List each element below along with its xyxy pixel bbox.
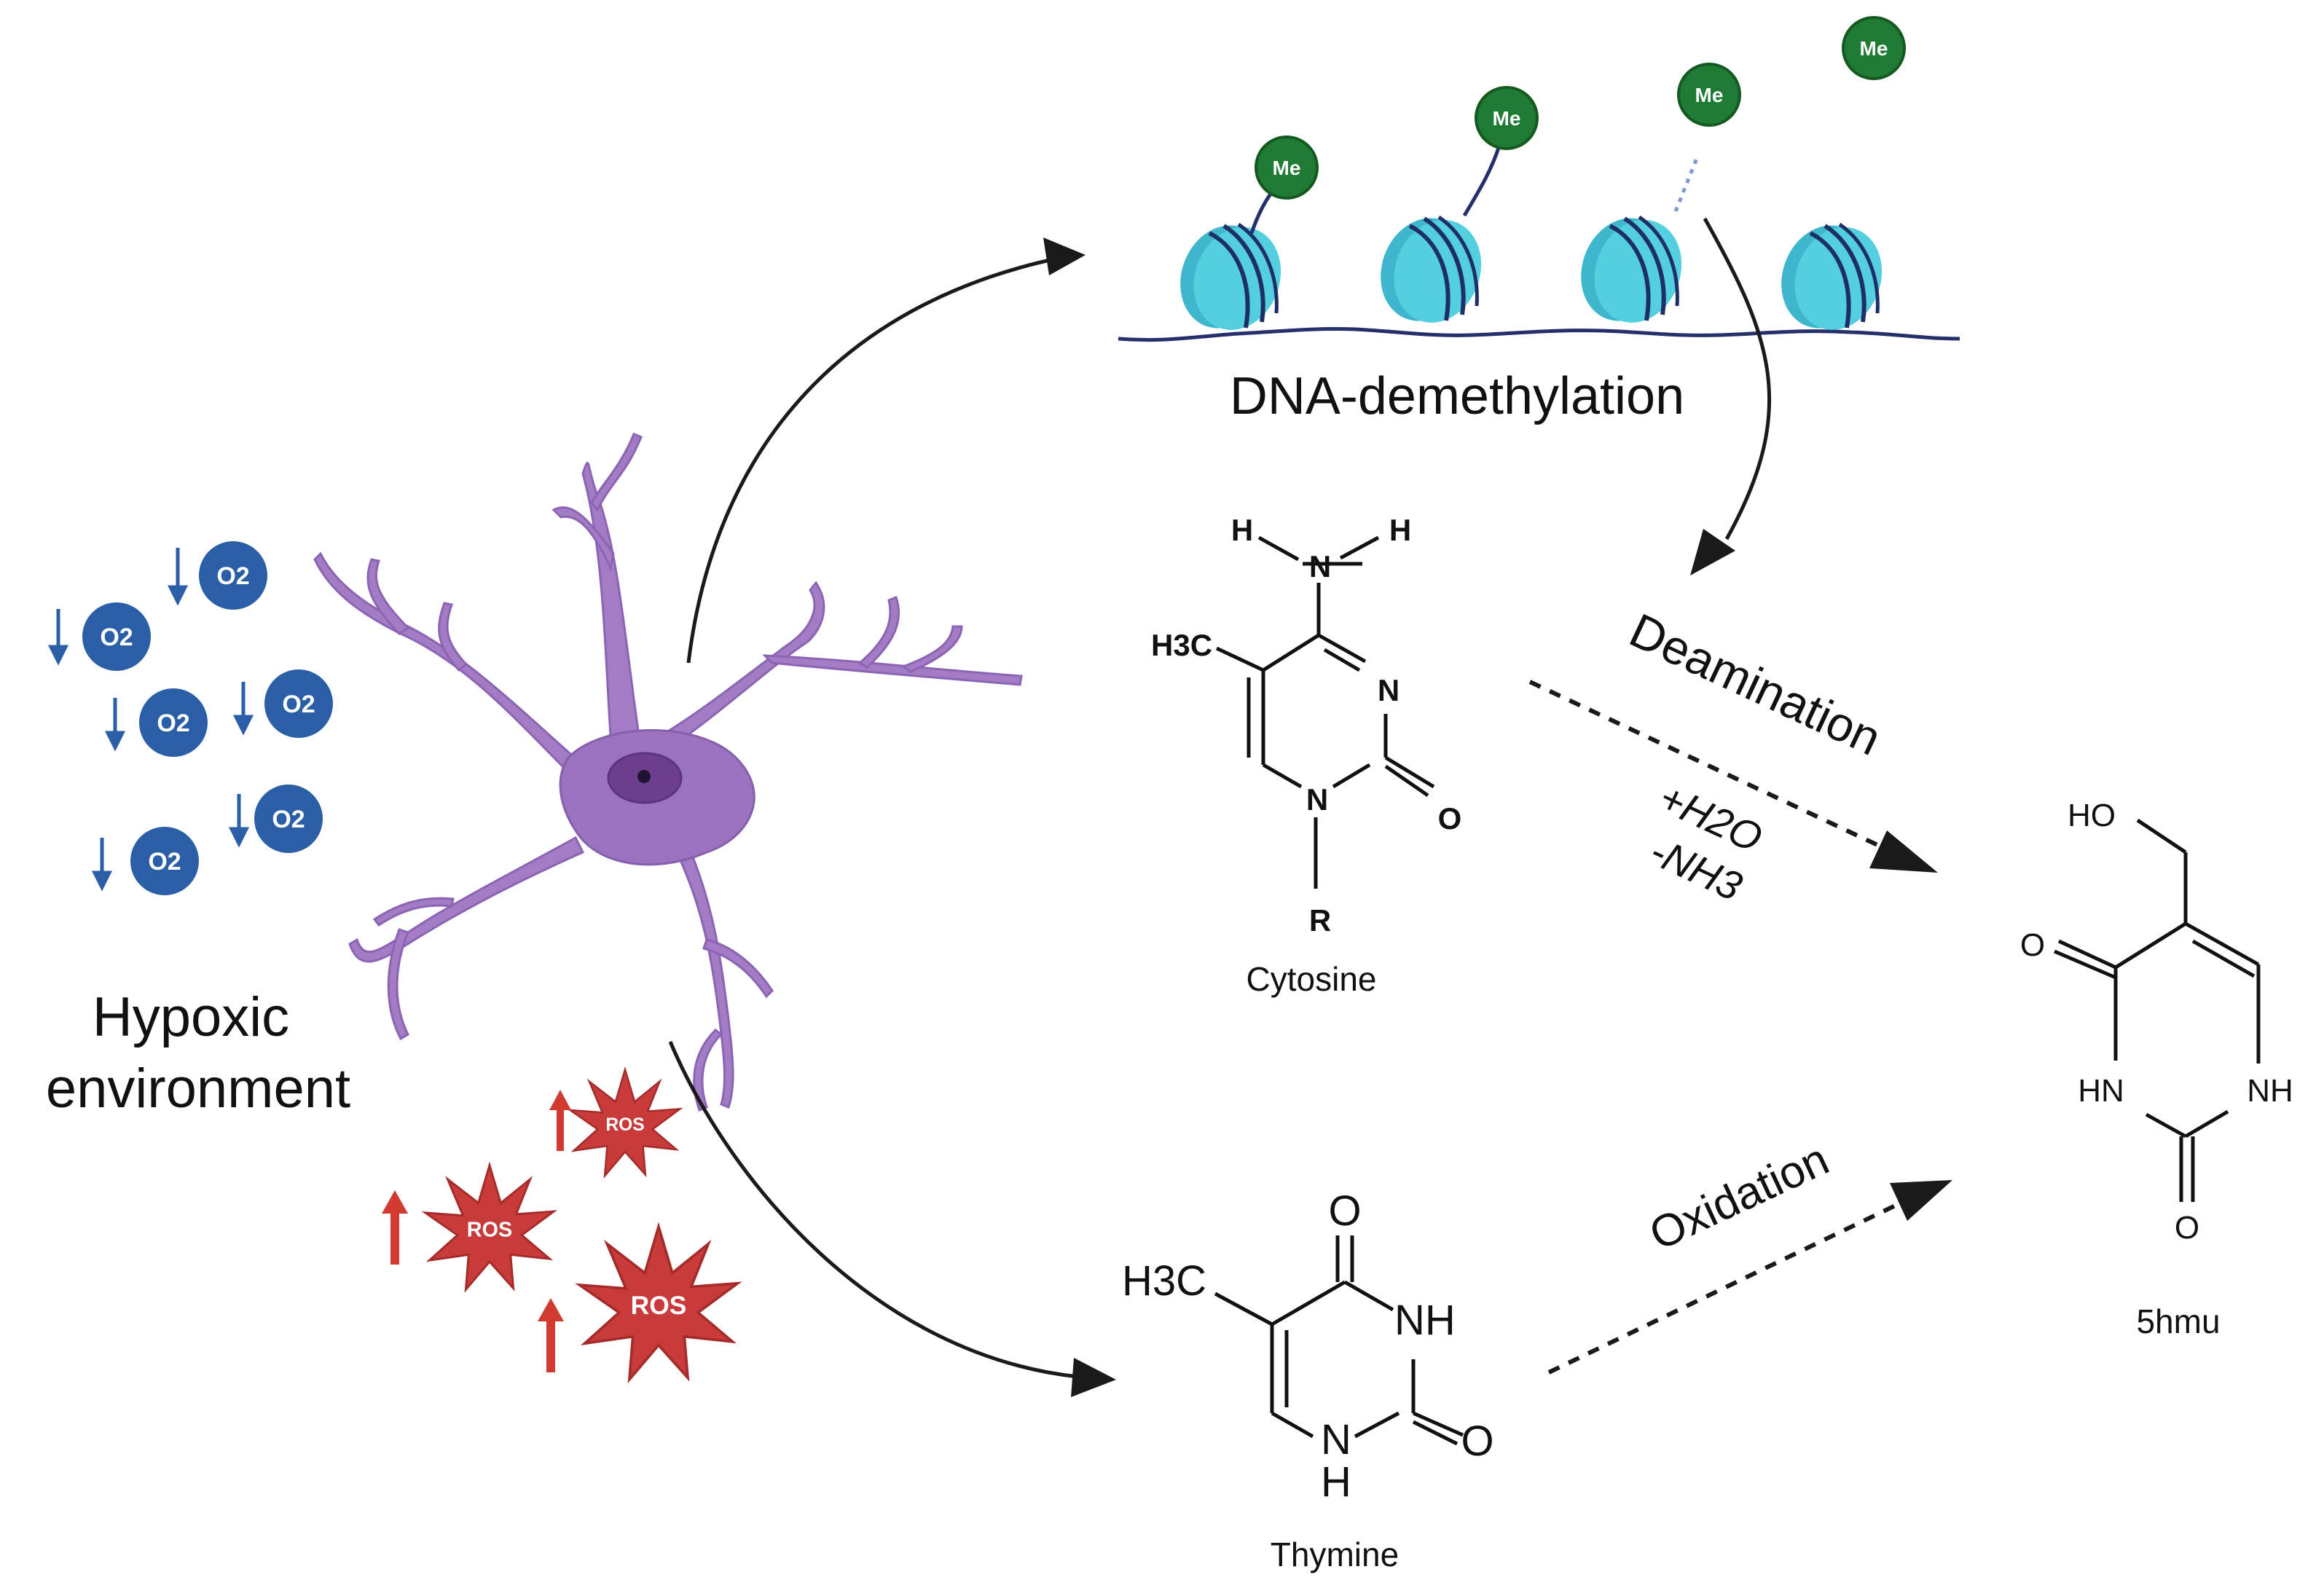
methyl-marker: Me — [1677, 63, 1741, 127]
dna-strand — [1118, 116, 1960, 342]
oxygen-molecule: O2 — [254, 785, 323, 853]
atom-n: N — [1321, 1416, 1351, 1463]
thymine-atoms: O NH O N H H3C — [1122, 1187, 1494, 1506]
thymine-structure — [1214, 1235, 1464, 1446]
ros-label: ROS — [631, 1291, 687, 1320]
atom-o: O — [1438, 801, 1462, 836]
atom-nh: NH — [2247, 1073, 2293, 1109]
atom-ho: HO — [2068, 798, 2116, 833]
oxygen-label: O2 — [282, 691, 315, 718]
methyl-marker: Me — [1475, 86, 1539, 150]
arrowhead-icon — [1890, 1180, 1952, 1221]
atom-o: O — [1328, 1187, 1361, 1235]
hypoxic-label-line1: Hypoxic — [93, 986, 289, 1048]
nucleosome — [1166, 213, 1295, 342]
atom-n: N — [1309, 549, 1331, 583]
hmu-label: 5hmu — [2136, 1302, 2220, 1340]
atom-o: O — [2020, 927, 2045, 963]
oxygen-label: O2 — [216, 562, 249, 590]
arrowhead-icon — [1071, 1358, 1116, 1397]
nucleosome — [1767, 213, 1896, 342]
oxygen-decrease-arrows — [47, 548, 254, 892]
methyl-marker: Me — [1255, 135, 1319, 200]
arrowhead-icon — [1869, 830, 1938, 873]
oxygen-label: O2 — [157, 709, 189, 737]
oxygen-molecule: O2 — [264, 669, 333, 738]
oxygen-label: O2 — [100, 624, 133, 651]
deamination-arrow — [1528, 680, 1888, 852]
up-arrow-icon — [382, 1190, 408, 1265]
up-arrow-icon — [538, 1298, 564, 1372]
thymine-label: Thymine — [1271, 1536, 1399, 1573]
oxygen-group: O2 O2 O2 O2 O2 O2 — [82, 541, 333, 895]
oxygen-molecule: O2 — [139, 688, 208, 757]
atom-n: N — [1378, 673, 1399, 707]
ros-burst: ROS — [578, 1225, 739, 1381]
hmu-atoms: HO O HN NH O — [2020, 798, 2293, 1246]
nucleosome — [1567, 206, 1696, 335]
oxygen-molecule: O2 — [130, 827, 199, 895]
methyl-marker: Me — [1842, 16, 1906, 80]
atom-h: H — [1389, 513, 1411, 547]
ros-label: ROS — [605, 1115, 644, 1135]
atom-h: H — [1231, 513, 1253, 547]
neuron-icon — [313, 433, 1023, 1112]
ros-group: ROS ROS ROS — [424, 1068, 739, 1381]
cytosine-label: Cytosine — [1247, 960, 1377, 998]
hypoxic-label-line2: environment — [46, 1058, 350, 1120]
atom-hn: HN — [2078, 1073, 2124, 1109]
atom-n: N — [1306, 782, 1328, 817]
ros-burst: ROS — [424, 1164, 555, 1291]
atom-o: O — [2175, 1210, 2199, 1246]
methyl-substituent: H3C — [1151, 628, 1212, 662]
oxidation-label: Oxidation — [1642, 1134, 1837, 1260]
methyl-group: Me Me Me Me — [1255, 16, 1906, 200]
oxygen-label: O2 — [148, 848, 181, 876]
oxygen-label: O2 — [272, 806, 305, 833]
atom-nh: NH — [1394, 1297, 1456, 1344]
atom-r: R — [1309, 903, 1331, 937]
ros-burst: ROS — [569, 1068, 681, 1177]
hmu-structure — [2054, 818, 2261, 1202]
ros-label: ROS — [467, 1219, 512, 1242]
deamination-label: Deamination — [1622, 602, 1889, 766]
arrow-to-cytosine — [1703, 217, 1771, 540]
arrowhead-icon — [1690, 529, 1735, 575]
oxygen-molecule: O2 — [199, 541, 267, 610]
atom-o: O — [1461, 1418, 1493, 1465]
cytosine-structure — [1215, 535, 1435, 889]
arrowhead-icon — [1043, 237, 1086, 275]
arrow-to-thymine — [668, 1041, 1079, 1379]
atom-h: H — [1321, 1458, 1351, 1506]
methyl-label: Me — [1860, 37, 1888, 60]
dna-demethylation-label: DNA-demethylation — [1230, 367, 1684, 425]
ros-increase-arrows — [382, 1090, 571, 1372]
methyl-substituent: H3C — [1122, 1257, 1206, 1305]
methyl-label: Me — [1695, 84, 1724, 106]
methyl-label: Me — [1493, 107, 1521, 130]
methyl-label: Me — [1273, 157, 1301, 179]
oxygen-molecule: O2 — [82, 602, 151, 671]
up-arrow-icon — [549, 1090, 571, 1151]
nucleosome — [1367, 206, 1496, 335]
cytosine-atoms: H N H N N O R H3C — [1151, 513, 1461, 937]
arrow-to-dna-demethylation — [686, 256, 1057, 664]
